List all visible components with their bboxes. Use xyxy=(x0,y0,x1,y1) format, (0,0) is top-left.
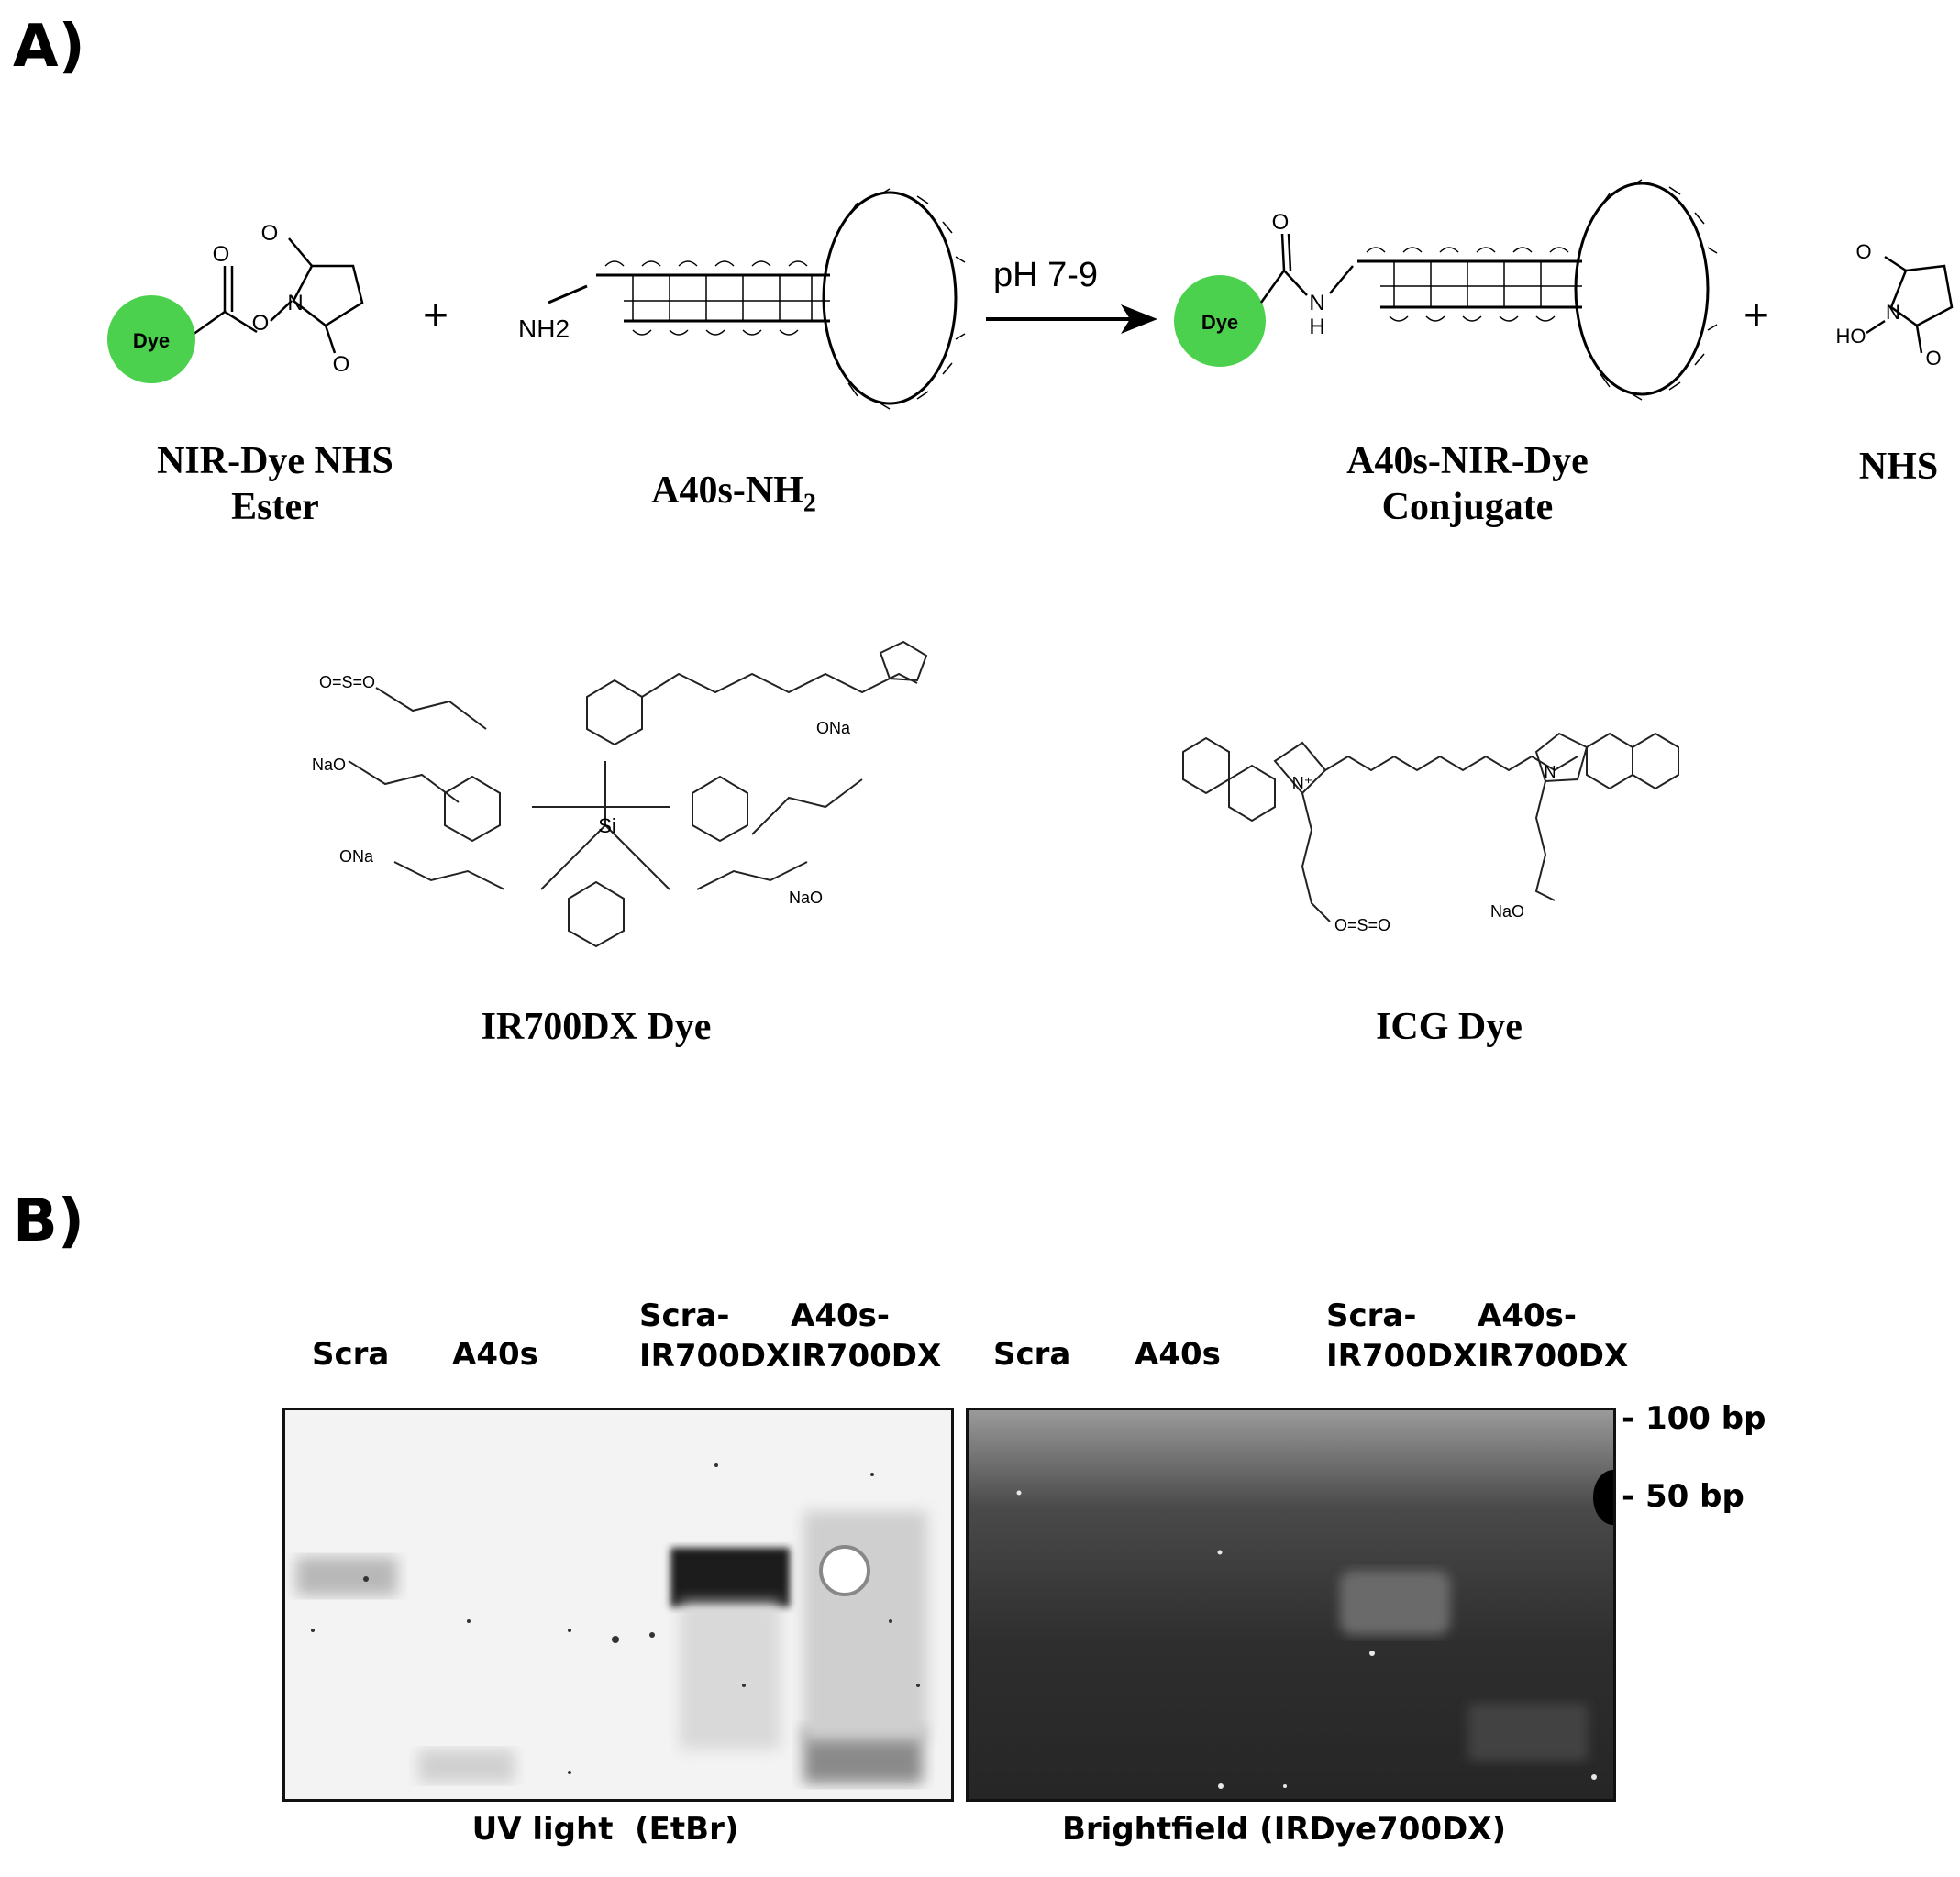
lane-label-right-4: A40s-IR700DX xyxy=(1478,1297,1629,1375)
svg-text:N⁺: N⁺ xyxy=(1292,774,1313,792)
dye-circle-reactant xyxy=(107,295,195,383)
caption-uv-light: UV light (EtBr) xyxy=(471,1811,739,1848)
label-icg: ICG Dye xyxy=(1376,1006,1523,1048)
band-a40s-uv xyxy=(418,1750,515,1783)
smear-scra-ir700dx-uv xyxy=(680,1603,781,1750)
amide-h: H xyxy=(1309,315,1324,339)
label-conjugate: A40s-NIR-Dye Conjugate xyxy=(1346,440,1589,528)
svg-text:NaO: NaO xyxy=(312,756,346,774)
band-scra-ir700dx-bf xyxy=(1340,1571,1450,1635)
band-a40s-ir700dx-bf xyxy=(1468,1704,1588,1761)
imide-o-bottom: O xyxy=(333,352,350,377)
band-scra-ir700dx-uv xyxy=(670,1548,790,1607)
panel-a-label: A) xyxy=(13,13,85,81)
svg-text:O=S=O: O=S=O xyxy=(1334,916,1390,934)
aptamer-hairpin xyxy=(596,188,966,410)
lane-label-right-3: Scra-IR700DX xyxy=(1326,1297,1478,1375)
amide-n: N xyxy=(1309,291,1324,315)
conjugate-hairpin xyxy=(1357,179,1718,401)
svg-text:NaO: NaO xyxy=(1490,902,1524,921)
svg-text:ONa: ONa xyxy=(339,847,374,866)
svg-text:ONa: ONa xyxy=(816,719,851,737)
nhs-n: N xyxy=(1886,301,1900,324)
lane-label-left-2: A40s xyxy=(452,1336,538,1373)
lane-label-right-1: Scra xyxy=(993,1336,1071,1373)
panel-b-label: B) xyxy=(13,1187,85,1255)
ladder-50bp: - 50 bp xyxy=(1622,1478,1744,1515)
nhs-ester-structure xyxy=(192,237,364,354)
lane-label-left-4: A40s-IR700DX xyxy=(791,1297,942,1375)
icg-structure: N⁺ N O=S=O NaO xyxy=(1182,732,1679,934)
imide-n: N xyxy=(287,291,303,315)
svg-text:O=S=O: O=S=O xyxy=(319,673,375,691)
gel-uv-etbr xyxy=(282,1408,954,1802)
reaction-scheme: Dye O O N O O + NH2 pH 7-9 Dye O N H xyxy=(107,179,1954,410)
ir700dx-structure: Si O=S=O NaO ONa ONa NaO xyxy=(312,640,928,948)
nh2-label: NH2 xyxy=(518,315,570,343)
caption-brightfield: Brightfield (IRDye700DX) xyxy=(1062,1811,1506,1848)
label-nhs-ester: NIR-Dye NHS Ester xyxy=(157,440,393,528)
plus-sign-1: + xyxy=(423,292,448,340)
carbonyl-o-1: O xyxy=(213,242,230,267)
artifact-bubble xyxy=(819,1545,870,1596)
nhs-o-bottom: O xyxy=(1925,347,1941,370)
label-aptamer: A40s-NH2 xyxy=(651,469,816,518)
svg-text:N: N xyxy=(1545,763,1556,781)
smear-a40s-ir700dx-uv xyxy=(803,1511,927,1740)
dye-circle-product xyxy=(1174,275,1266,367)
nhs-o-top: O xyxy=(1855,240,1871,263)
amide-o: O xyxy=(1272,210,1290,235)
dye-label-product: Dye xyxy=(1201,311,1238,334)
nhs-structure xyxy=(1866,255,1954,354)
lane-label-left-3: Scra-IR700DX xyxy=(639,1297,791,1375)
dye-label-reactant: Dye xyxy=(133,329,170,352)
lane-label-left-1: Scra xyxy=(312,1336,390,1373)
marker-blob xyxy=(1593,1470,1613,1525)
ester-o: O xyxy=(252,311,270,336)
nhs-ho: HO xyxy=(1836,325,1866,348)
ladder-100bp: - 100 bp xyxy=(1622,1400,1766,1437)
imide-o-top: O xyxy=(261,221,279,246)
band-scra-uv xyxy=(296,1557,397,1595)
reaction-condition: pH 7-9 xyxy=(993,256,1098,294)
lane-label-right-2: A40s xyxy=(1135,1336,1221,1373)
plus-sign-2: + xyxy=(1744,292,1769,340)
label-ir700dx: IR700DX Dye xyxy=(481,1006,712,1048)
label-nhs: NHS xyxy=(1858,446,1939,488)
gel-brightfield-irdye xyxy=(966,1408,1616,1802)
svg-text:NaO: NaO xyxy=(789,889,823,907)
svg-text:Si: Si xyxy=(598,814,616,837)
